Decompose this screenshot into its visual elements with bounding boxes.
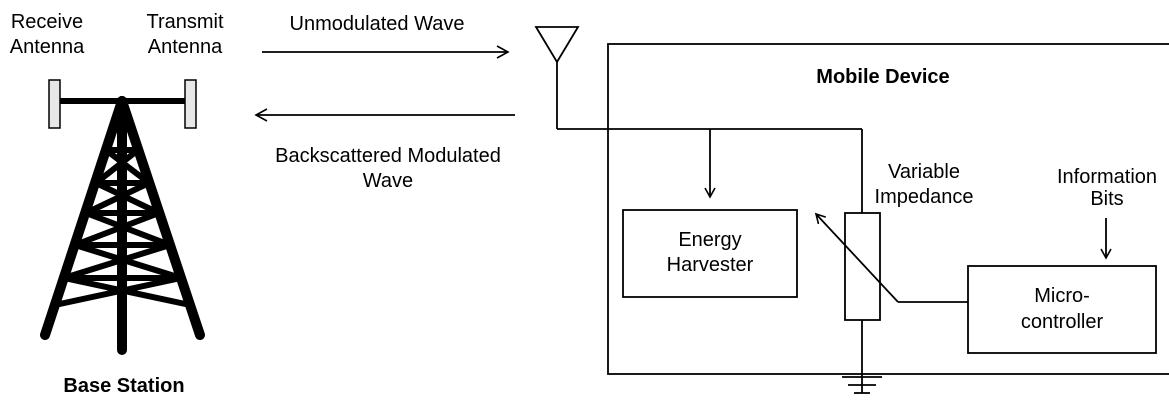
receive-antenna-label-line2: Antenna	[10, 36, 85, 58]
mobile-device-title: Mobile Device	[816, 66, 949, 88]
information-bits-label-line1: Information	[1057, 166, 1157, 188]
microcontroller-box	[967, 265, 1157, 354]
energy-harvester-label-line2: Harvester	[667, 254, 754, 276]
unmodulated-wave-label: Unmodulated Wave	[290, 13, 465, 35]
variable-impedance-resistor	[844, 212, 881, 321]
variable-impedance-label-line1: Variable	[888, 161, 960, 183]
transmit-antenna-label-line2: Antenna	[148, 36, 223, 58]
device-antenna-icon	[534, 26, 580, 64]
mobile-device-box	[607, 43, 1169, 375]
energy-harvester-label-line1: Energy	[678, 229, 741, 251]
variable-impedance-label-line2: Impedance	[875, 186, 974, 208]
microcontroller-label-line2: controller	[1021, 311, 1104, 333]
backscattered-wave-label-line2: Wave	[363, 170, 413, 192]
receive-antenna-element	[48, 79, 61, 129]
variable-impedance-arrow	[814, 212, 899, 303]
base-station-title: Base Station	[63, 375, 184, 397]
information-bits-label-line2: Bits	[1090, 188, 1123, 210]
transmit-antenna-element	[184, 79, 197, 129]
base-station-tower	[40, 79, 205, 355]
microcontroller-label-line1: Micro-	[1034, 285, 1090, 307]
transmit-antenna-label-line1: Transmit	[146, 11, 223, 33]
backscattered-wave-label-line1: Backscattered Modulated	[275, 145, 501, 167]
ground-icon	[842, 376, 882, 394]
receive-antenna-label-line1: Receive	[11, 11, 83, 33]
energy-harvester-box	[622, 209, 798, 298]
